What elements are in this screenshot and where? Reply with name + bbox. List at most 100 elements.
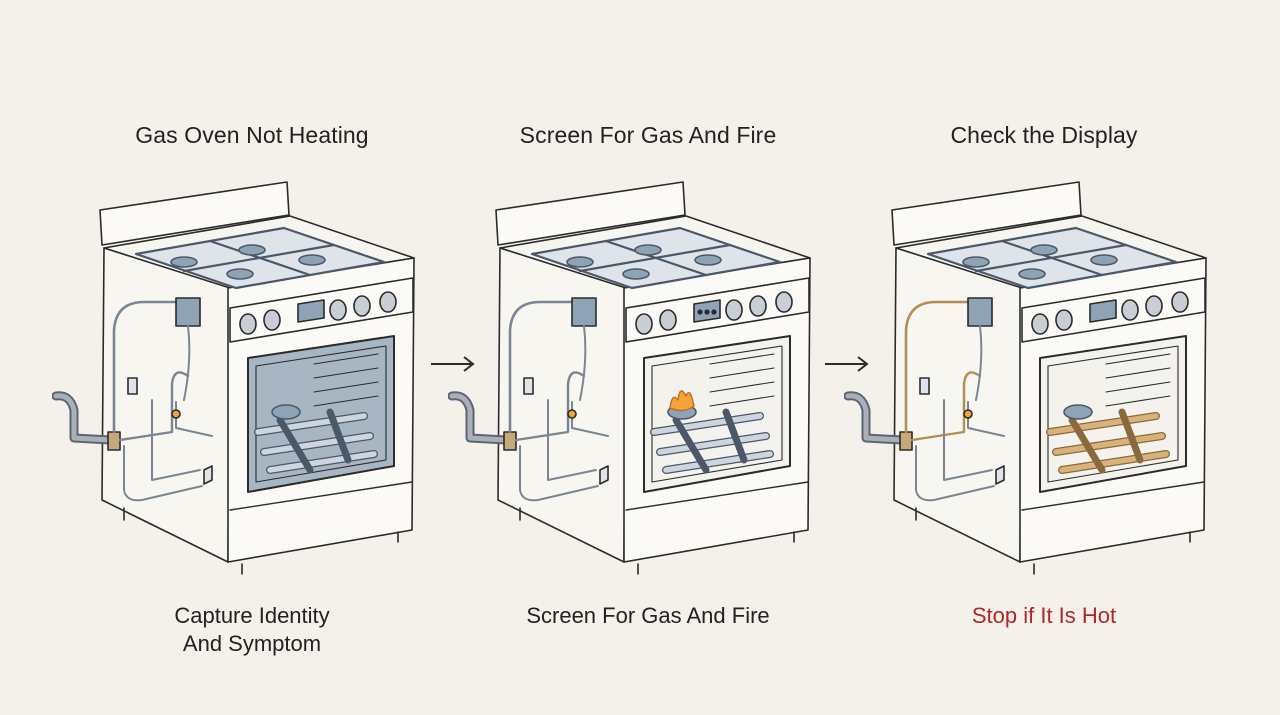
control-module bbox=[175, 297, 201, 327]
cabinet-side bbox=[101, 247, 231, 563]
igniter-glow bbox=[963, 409, 973, 419]
wire-harness bbox=[547, 399, 597, 481]
gas-range-burner-flame-icon bbox=[448, 181, 811, 575]
oven-burner-crossbar bbox=[1118, 408, 1144, 464]
stove-drawing bbox=[52, 181, 415, 575]
control-knob bbox=[1171, 291, 1189, 313]
thermostat-sensor bbox=[919, 377, 930, 395]
control-knob bbox=[353, 295, 371, 317]
oven-burner-tube-fill bbox=[657, 433, 769, 455]
step-2-caption: Screen For Gas And Fire bbox=[526, 603, 770, 628]
burner-cap bbox=[1018, 268, 1046, 280]
gas-supply-pipe-fill bbox=[845, 393, 905, 443]
oven-vent-slat bbox=[313, 353, 379, 365]
control-knob bbox=[775, 291, 793, 313]
oven-vent-slat bbox=[709, 353, 775, 365]
gas-supply-pipe-fill bbox=[53, 393, 113, 443]
control-knob bbox=[263, 309, 281, 331]
grate-divider bbox=[578, 243, 732, 273]
control-knob bbox=[635, 313, 653, 335]
gas-valve bbox=[503, 431, 517, 451]
control-knob bbox=[239, 313, 257, 335]
oven-burner-cap bbox=[271, 404, 301, 420]
burner-cap bbox=[1030, 244, 1058, 256]
igniter-glow bbox=[567, 409, 577, 419]
oven-window-inner bbox=[1047, 345, 1179, 483]
wire-harness bbox=[519, 445, 599, 502]
oven-burner-crossbar bbox=[672, 416, 710, 474]
step-1-caption: Capture Identity And Symptom bbox=[174, 603, 330, 656]
oven-burner-tube-fill bbox=[261, 433, 373, 455]
cabinet-side bbox=[497, 247, 627, 563]
oven-vent-slat bbox=[313, 367, 379, 379]
step-2-title: Screen For Gas And Fire bbox=[519, 122, 777, 148]
burner-cap bbox=[238, 244, 266, 256]
display-panel bbox=[297, 299, 325, 323]
control-knob bbox=[1031, 313, 1049, 335]
display-panel bbox=[1089, 299, 1117, 323]
control-knob bbox=[329, 299, 347, 321]
oven-vent-slat bbox=[709, 395, 775, 407]
wire-harness bbox=[943, 399, 993, 481]
wire-harness bbox=[123, 445, 203, 502]
module-wire bbox=[183, 325, 191, 401]
step-1-title: Gas Oven Not Heating bbox=[135, 122, 369, 148]
oven-burner-tube-fill bbox=[267, 451, 377, 473]
step-3-caption-warning: Stop if It Is Hot bbox=[971, 603, 1117, 628]
display-dot bbox=[697, 309, 703, 315]
oven-vent-slat bbox=[313, 381, 379, 393]
burner-cap bbox=[634, 244, 662, 256]
gas-supply-pipe-fill bbox=[449, 393, 509, 443]
supply-line bbox=[514, 371, 586, 442]
oven-burner-crossbar bbox=[722, 408, 748, 464]
oven-vent-slat bbox=[1105, 367, 1171, 379]
connector-block bbox=[599, 465, 609, 485]
control-knob bbox=[379, 291, 397, 313]
oven-vent-slat bbox=[1105, 395, 1171, 407]
supply-line bbox=[118, 371, 190, 442]
control-knob bbox=[725, 299, 743, 321]
oven-burner-tube-fill bbox=[663, 451, 773, 473]
control-knob bbox=[1055, 309, 1073, 331]
stove-feet bbox=[915, 507, 1191, 575]
control-module bbox=[967, 297, 993, 327]
control-knob bbox=[1121, 299, 1139, 321]
oven-burner-crossbar bbox=[276, 416, 314, 474]
burner-cap bbox=[1090, 254, 1118, 266]
gas-range-hot-element-icon bbox=[844, 181, 1207, 575]
next-step-arrow-icon bbox=[431, 356, 475, 372]
oven-burner-tube-fill bbox=[255, 413, 367, 435]
connector-block bbox=[995, 465, 1005, 485]
burner-cap bbox=[962, 256, 990, 268]
gas-valve bbox=[899, 431, 913, 451]
oven-window-inner bbox=[255, 345, 387, 483]
oven-burner-tube-fill bbox=[651, 413, 763, 435]
burner-cap bbox=[226, 268, 254, 280]
oven-window-inner bbox=[651, 345, 783, 483]
burner-cap bbox=[622, 268, 650, 280]
module-wire bbox=[579, 325, 587, 401]
igniter-glow bbox=[171, 409, 181, 419]
burner-cap bbox=[298, 254, 326, 266]
oven-vent-slat bbox=[709, 367, 775, 379]
thermostat-sensor bbox=[523, 377, 534, 395]
supply-line bbox=[508, 300, 580, 434]
stove-feet bbox=[123, 507, 399, 575]
thermostat-sensor bbox=[127, 377, 138, 395]
control-knob bbox=[749, 295, 767, 317]
oven-vent-slat bbox=[1105, 353, 1171, 365]
drawer-line bbox=[229, 481, 413, 511]
oven-burner-cap bbox=[1063, 404, 1093, 420]
gas-range-dark-oven-icon bbox=[52, 181, 415, 575]
oven-burner-tube-fill bbox=[1047, 413, 1159, 435]
gas-valve bbox=[107, 431, 121, 451]
burner-cap bbox=[694, 254, 722, 266]
module-wire bbox=[975, 325, 983, 401]
oven-vent-slat bbox=[709, 381, 775, 393]
drawer-line bbox=[1021, 481, 1205, 511]
oven-burner-tube-fill bbox=[1059, 451, 1169, 473]
oven-vent-slat bbox=[313, 395, 379, 407]
burner-cap bbox=[566, 256, 594, 268]
oven-burner-tube-fill bbox=[1053, 433, 1165, 455]
oven-burner-crossbar bbox=[326, 408, 352, 464]
